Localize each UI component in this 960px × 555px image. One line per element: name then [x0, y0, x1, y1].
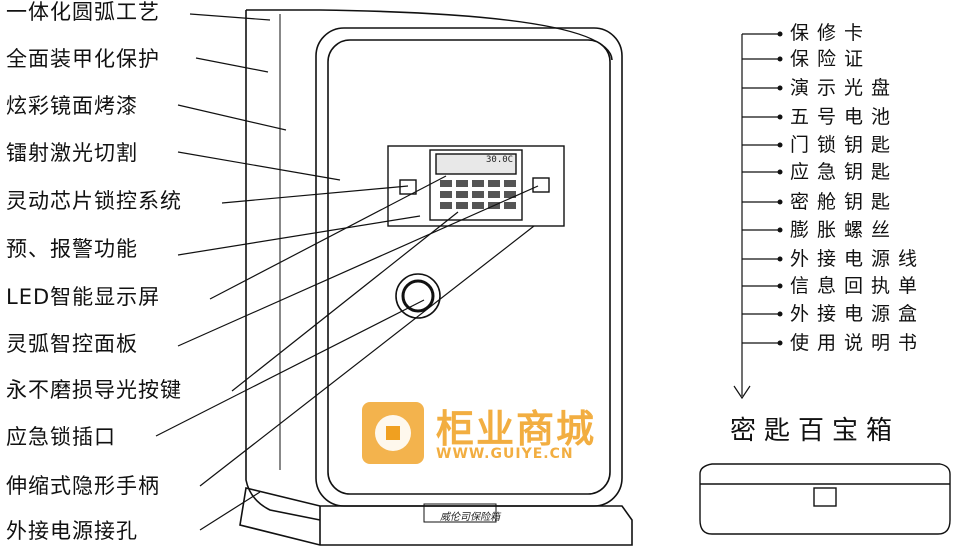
key[interactable] — [440, 180, 452, 187]
keypad — [440, 180, 516, 209]
safe-brand: 威伦司保险箱 — [440, 512, 500, 523]
feature-label: 应急锁插口 — [6, 425, 116, 449]
feature-label: 炫彩镜面烤漆 — [6, 94, 138, 118]
safe-top-edge — [246, 9, 613, 61]
key[interactable] — [504, 191, 516, 198]
accessory-item: 膨胀螺丝 — [790, 219, 899, 241]
feature-label: 灵弧智控面板 — [6, 332, 138, 356]
feature-label: LED智能显示屏 — [6, 285, 161, 309]
bracket-ticks — [742, 33, 780, 344]
key[interactable] — [472, 191, 484, 198]
accessory-item: 密舱钥匙 — [790, 191, 899, 213]
panel-frame — [387, 145, 565, 227]
watermark-url: WWW.GUIYE.CN — [436, 446, 574, 462]
panel-light-right — [532, 177, 550, 193]
leader-line — [177, 151, 341, 181]
box-outline — [699, 463, 951, 535]
leader-line — [221, 185, 409, 204]
accessory-item: 信息回执单 — [790, 275, 926, 297]
key[interactable] — [488, 191, 500, 198]
accessory-item: 使用说明书 — [790, 332, 926, 354]
safe-body — [239, 9, 633, 546]
key[interactable] — [472, 202, 484, 209]
accessory-item: 门锁钥匙 — [790, 134, 899, 156]
watermark-name: 柜业商城 — [436, 407, 597, 451]
bracket-dots — [777, 31, 783, 346]
leader-lines-left — [155, 13, 539, 531]
feature-label: 永不磨损导光按键 — [6, 378, 182, 402]
safe-side-panel — [245, 10, 321, 521]
leader-line — [209, 175, 447, 300]
leader-line — [177, 215, 421, 256]
key[interactable] — [504, 202, 516, 209]
accessory-item: 外接电源线 — [790, 248, 926, 270]
accessory-item: 保险证 — [790, 48, 872, 70]
key[interactable] — [440, 191, 452, 198]
treasure-box — [699, 463, 951, 535]
accessory-item: 保修卡 — [790, 22, 872, 44]
leader-line — [199, 491, 261, 531]
feature-label: 镭射激光切割 — [6, 141, 138, 165]
accessory-item: 演示光盘 — [790, 77, 899, 99]
leader-line — [155, 299, 425, 437]
feature-label: 外接电源接孔 — [6, 519, 138, 543]
leader-line — [189, 13, 271, 21]
key[interactable] — [456, 202, 468, 209]
feature-label: 伸缩式隐形手柄 — [6, 474, 160, 498]
handle-knob — [395, 273, 441, 319]
leader-line — [177, 185, 539, 347]
brand-plate — [423, 503, 497, 523]
box-lock — [813, 487, 837, 507]
knob-outer — [395, 273, 441, 319]
key[interactable] — [456, 180, 468, 187]
watermark-logo — [362, 402, 424, 464]
safe-base — [239, 487, 633, 546]
knob-inner — [401, 279, 435, 313]
accessory-item: 应急钥匙 — [790, 161, 899, 183]
feature-label: 一体化圆弧工艺 — [6, 0, 160, 24]
feature-label: 灵动芯片锁控系统 — [6, 189, 182, 213]
leader-line — [199, 225, 535, 487]
arrow-down-icon — [733, 385, 751, 400]
control-panel — [387, 145, 565, 227]
lcd-screen — [435, 153, 517, 175]
accessory-item: 外接电源盒 — [790, 303, 926, 325]
accessory-item: 五号电池 — [790, 106, 899, 128]
lcd-readout: 30.0C — [486, 155, 514, 165]
logo-coin-hole — [386, 426, 400, 440]
accessory-bracket — [733, 33, 780, 400]
feature-label: 全面装甲化保护 — [6, 47, 160, 71]
key[interactable] — [440, 202, 452, 209]
leader-line — [177, 104, 287, 131]
safe-door-inner — [327, 39, 611, 495]
key[interactable] — [472, 180, 484, 187]
key[interactable] — [504, 180, 516, 187]
box-title: 密匙百宝箱 — [730, 416, 901, 446]
key[interactable] — [456, 191, 468, 198]
feature-label: 预、报警功能 — [6, 237, 138, 261]
key[interactable] — [488, 180, 500, 187]
leader-line — [231, 211, 459, 392]
leader-line — [195, 57, 269, 73]
